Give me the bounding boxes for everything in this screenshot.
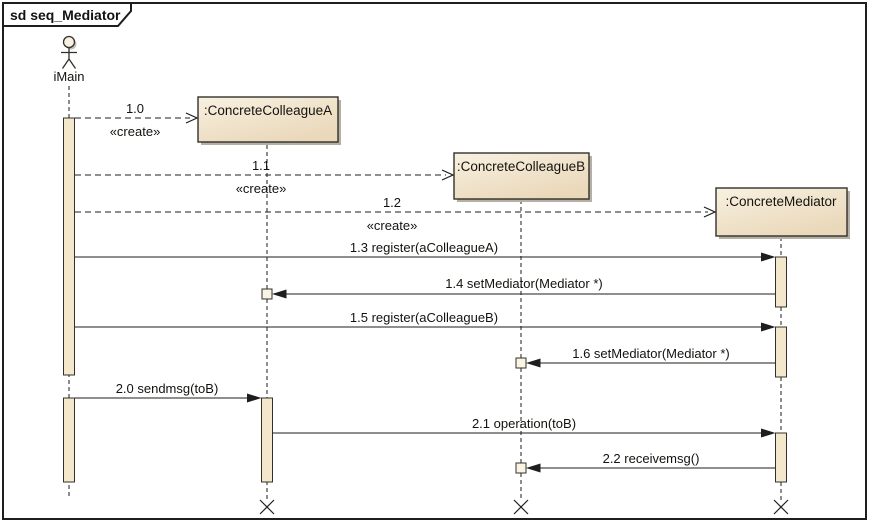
message-1-6-setmediator-b[interactable]: 1.6 setMediator(Mediator *) bbox=[526, 346, 776, 368]
filled-arrow-icon bbox=[761, 428, 776, 438]
frame-title-tab: sd seq_Mediator bbox=[2, 2, 132, 27]
object-name: :ConcreteColleagueB bbox=[457, 159, 585, 174]
message-2-2-receivemsg[interactable]: 2.2 receivemsg() bbox=[526, 451, 776, 473]
x-destroy-icon-colleague-b bbox=[513, 499, 529, 515]
title-tab-pentagon bbox=[2, 2, 132, 27]
filled-arrow-icon bbox=[272, 289, 287, 299]
open-arrow-icon bbox=[441, 169, 455, 181]
receive-square-colleague-a[interactable] bbox=[261, 288, 273, 300]
message-1-0-create[interactable]: 1.0 «create» bbox=[75, 101, 199, 139]
message-label: 1.6 setMediator(Mediator *) bbox=[572, 346, 730, 361]
activation-bar-imain-1[interactable] bbox=[63, 117, 75, 376]
activation-bar-mediator-1[interactable] bbox=[775, 256, 787, 308]
object-box-concrete-colleague-a[interactable]: :ConcreteColleagueA bbox=[197, 96, 341, 145]
message-label: 1.5 register(aColleagueB) bbox=[350, 310, 498, 325]
activation-bar-imain-2[interactable] bbox=[63, 397, 75, 483]
message-1-5-register-b[interactable]: 1.5 register(aColleagueB) bbox=[75, 310, 776, 332]
message-1-2-create[interactable]: 1.2 «create» bbox=[75, 195, 717, 233]
message-number: 1.1 bbox=[252, 158, 270, 173]
actor-body bbox=[61, 47, 77, 69]
filled-arrow-icon bbox=[761, 322, 776, 332]
box-body bbox=[453, 152, 590, 200]
filled-arrow-icon bbox=[526, 463, 541, 473]
message-number: 1.0 bbox=[126, 101, 144, 116]
filled-arrow-icon bbox=[526, 358, 541, 368]
open-arrow-icon bbox=[185, 112, 199, 124]
activation-bar-mediator-3[interactable] bbox=[775, 432, 787, 483]
object-box-concrete-colleague-b[interactable]: :ConcreteColleagueB bbox=[453, 152, 592, 202]
activation-bar-colleague-a[interactable] bbox=[261, 397, 273, 483]
x-destroy-icon-mediator bbox=[773, 499, 789, 515]
activation-bar-mediator-2[interactable] bbox=[775, 326, 787, 378]
open-arrow-icon bbox=[703, 206, 717, 218]
filled-arrow-icon bbox=[761, 252, 776, 262]
message-1-3-register-a[interactable]: 1.3 register(aColleagueA) bbox=[75, 240, 776, 262]
message-1-4-setmediator-a[interactable]: 1.4 setMediator(Mediator *) bbox=[272, 276, 776, 299]
object-box-concrete-mediator[interactable]: :ConcreteMediator bbox=[715, 187, 850, 239]
message-2-0-sendmsg[interactable]: 2.0 sendmsg(toB) bbox=[75, 381, 262, 403]
message-label: 2.1 operation(toB) bbox=[472, 416, 576, 431]
receive-square-colleague-b-1[interactable] bbox=[515, 357, 527, 369]
x-destroy-icon-colleague-a bbox=[259, 499, 275, 515]
actor-name: iMain bbox=[53, 69, 84, 84]
receive-square-colleague-b-2[interactable] bbox=[515, 462, 527, 474]
actor-imain[interactable]: iMain bbox=[53, 35, 85, 85]
message-label: 1.3 register(aColleagueA) bbox=[350, 240, 498, 255]
filled-arrow-icon bbox=[247, 393, 262, 403]
message-label: 1.4 setMediator(Mediator *) bbox=[445, 276, 603, 291]
message-stereotype: «create» bbox=[110, 124, 161, 139]
message-number: 1.2 bbox=[383, 195, 401, 210]
message-stereotype: «create» bbox=[367, 218, 418, 233]
message-1-1-create[interactable]: 1.1 «create» bbox=[75, 158, 455, 196]
box-body bbox=[715, 187, 848, 237]
object-name: :ConcreteMediator bbox=[725, 194, 837, 209]
box-body bbox=[197, 96, 339, 143]
message-2-1-operation[interactable]: 2.1 operation(toB) bbox=[272, 416, 776, 438]
message-label: 2.2 receivemsg() bbox=[603, 451, 700, 466]
stick-figure-icon bbox=[62, 35, 76, 49]
object-name: :ConcreteColleagueA bbox=[204, 103, 332, 118]
message-label: 2.0 sendmsg(toB) bbox=[116, 381, 219, 396]
message-stereotype: «create» bbox=[236, 181, 287, 196]
diagram-title: sd seq_Mediator bbox=[10, 7, 121, 23]
